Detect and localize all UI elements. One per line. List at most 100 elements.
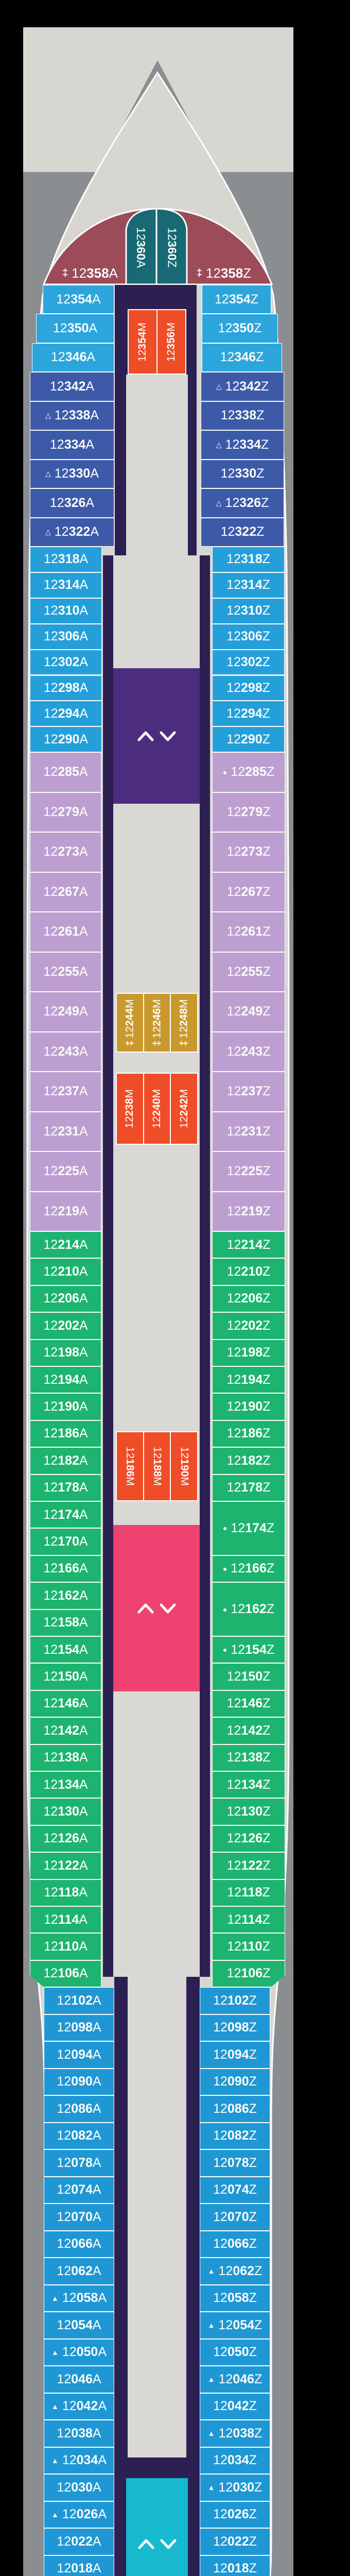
cabin-12190M[interactable]: 12190M <box>171 1432 198 1500</box>
cabin-12242M[interactable]: 12242M <box>171 1074 198 1144</box>
cabin-12186M[interactable]: 12186M <box>117 1432 143 1500</box>
cabin-12360Z[interactable]: 12360Z <box>157 210 187 284</box>
cabin-12360A[interactable]: 12360A <box>126 210 156 284</box>
cabin-12244M[interactable]: ‡12244M <box>117 994 143 1052</box>
cabin-12240M[interactable]: 12240M <box>144 1074 170 1144</box>
